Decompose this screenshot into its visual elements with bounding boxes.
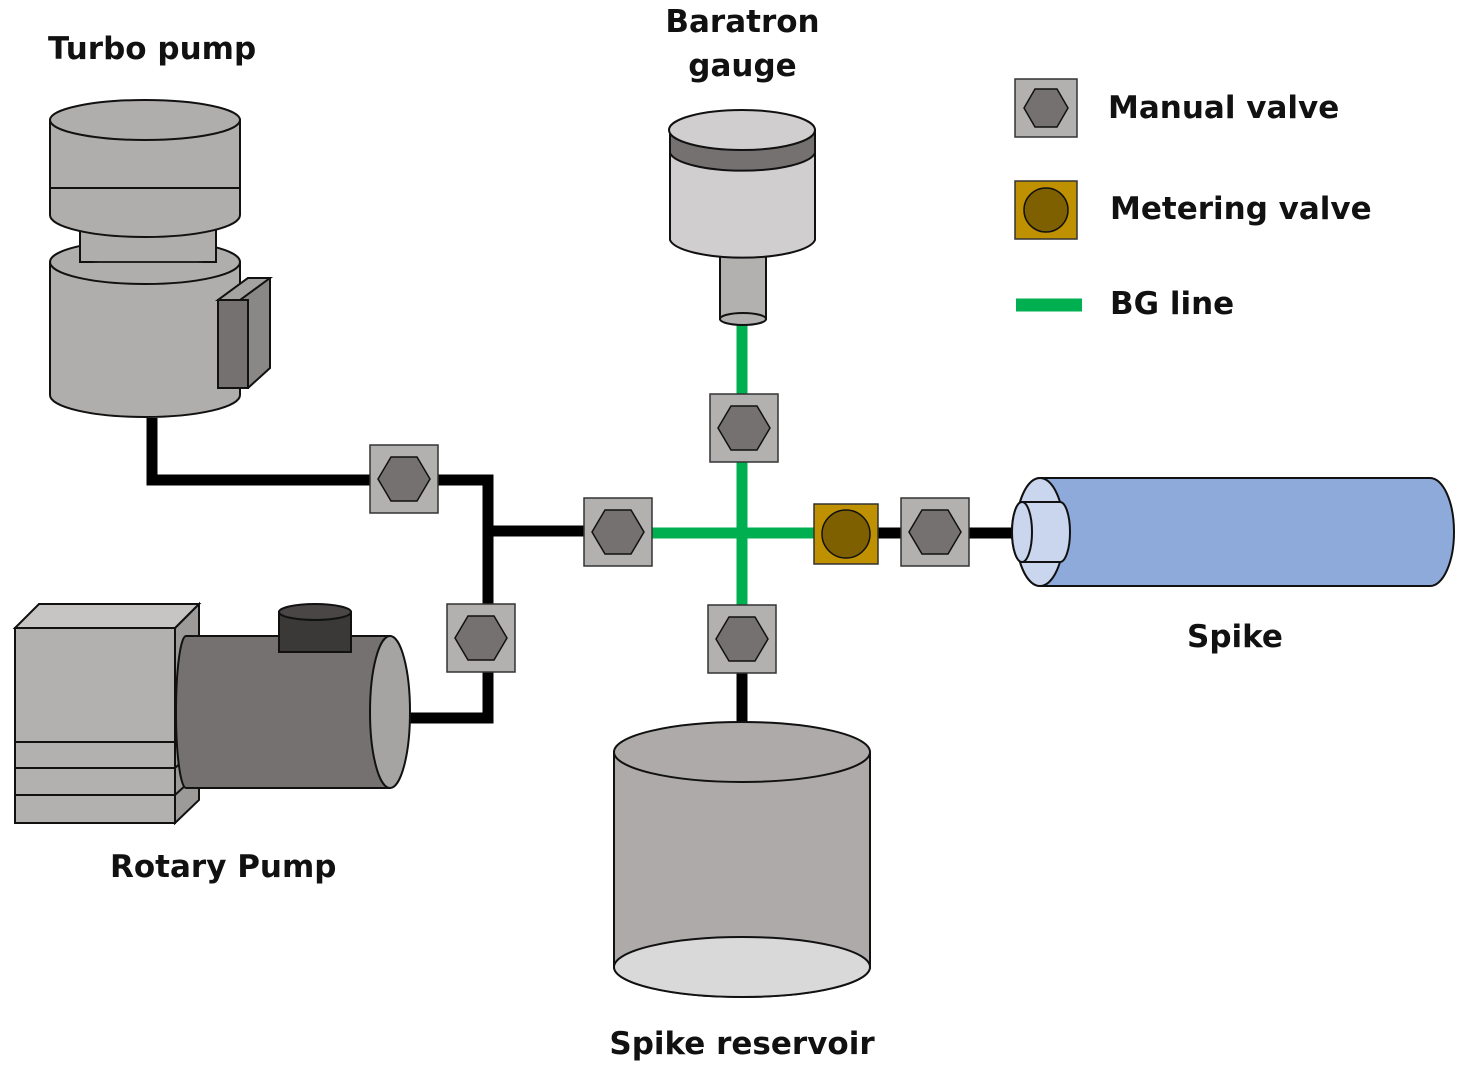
spike-reservoir-label: Spike reservoir [609,1026,875,1062]
manual-valve-turbo[interactable] [369,444,439,514]
manual-valve-center-left[interactable] [583,497,653,567]
rotary-pump [12,601,411,826]
black-pipes [146,418,1012,732]
turbo-to-junction-pipe [436,474,494,606]
turbo-pump-pipe [146,418,375,486]
spike-label: Spike [1187,619,1283,655]
metering-valve[interactable] [813,503,879,565]
legend-manual-valve-icon [1014,78,1078,138]
spike-reservoir [613,721,871,998]
manual-valve-spike[interactable] [900,497,970,567]
manual-valve-gauge[interactable] [709,393,779,463]
rotary-pump-pipe [398,672,494,724]
legend-bg-line-label: BG line [1110,286,1235,322]
legend-manual-valve-label: Manual valve [1108,90,1340,126]
turbo-pump [49,99,274,418]
legend [1014,78,1082,312]
baratron-gauge [668,109,816,326]
manual-valve-rotary[interactable] [446,603,516,673]
manual-valve-reservoir[interactable] [707,604,777,674]
baratron-gauge-label-line1: Baratron [665,4,820,40]
turbo-pump-label: Turbo pump [48,31,257,67]
bg-lines [650,324,816,606]
baratron-gauge-label-line2: gauge [688,48,797,84]
spike-cylinder [1011,477,1455,587]
legend-metering-valve-label: Metering valve [1110,191,1372,227]
rotary-pump-label: Rotary Pump [110,849,337,885]
legend-metering-valve-icon [1014,180,1078,240]
